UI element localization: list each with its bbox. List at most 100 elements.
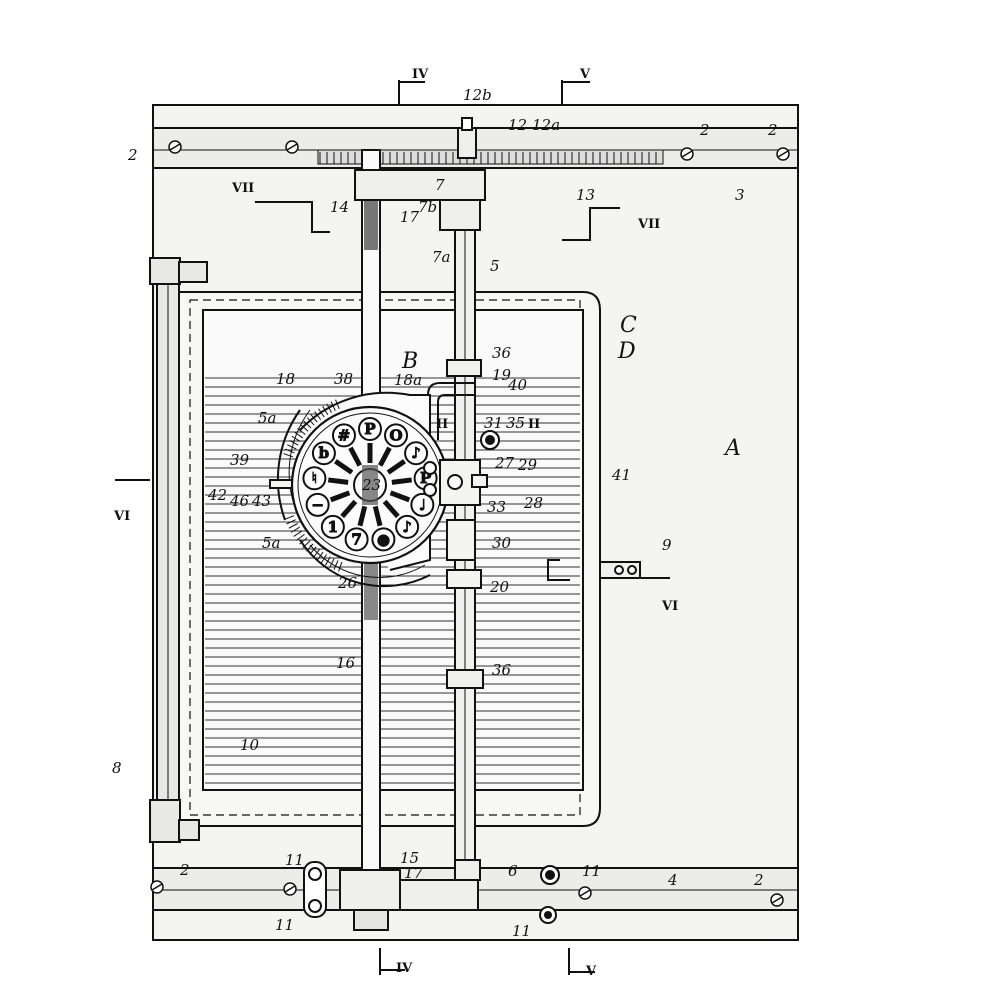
key-symbol: b xyxy=(319,444,330,462)
key-spoke xyxy=(340,499,358,519)
label-17: 17 xyxy=(400,208,420,226)
label-43: 43 xyxy=(251,492,271,510)
label-11: 11 xyxy=(582,862,601,880)
label-39: 39 xyxy=(230,451,250,469)
label-2: 2 xyxy=(767,121,778,139)
label-8: 8 xyxy=(112,759,122,777)
scale-tick xyxy=(296,533,305,541)
label-19: 19 xyxy=(492,366,512,384)
label-40: 40 xyxy=(507,376,528,394)
label-12: 12 xyxy=(508,116,527,134)
key-button xyxy=(305,492,330,517)
section-VI-left: VI xyxy=(113,509,130,524)
scale-tick xyxy=(297,427,306,435)
section-V-bottom: V xyxy=(585,964,597,979)
key-symbol: ♩ xyxy=(419,496,426,514)
label-18a: 18a xyxy=(394,371,422,389)
key-spoke xyxy=(389,490,411,503)
label-33: 33 xyxy=(487,498,506,516)
label-30: 30 xyxy=(492,534,512,552)
label-2: 2 xyxy=(753,871,764,889)
key-spoke xyxy=(334,459,354,475)
label-7a: 7a xyxy=(432,248,451,266)
scale-tick xyxy=(285,448,295,454)
label-4: 4 xyxy=(667,871,678,889)
key-button xyxy=(395,514,420,539)
label-5a: 5a xyxy=(258,409,277,427)
label-7b: 7b xyxy=(418,198,437,216)
labels: 12b 12 12a 2 2 2 3 13 14 17 7 7b 7a 5 C … xyxy=(112,86,778,940)
key-symbol: 7 xyxy=(351,530,361,548)
label-9: 9 xyxy=(662,536,672,554)
label-11: 11 xyxy=(275,916,294,934)
key-spoke xyxy=(386,459,406,475)
label-16: 16 xyxy=(336,654,356,672)
label-20: 20 xyxy=(489,578,510,596)
bracket-9 xyxy=(599,561,641,579)
key-button xyxy=(404,441,429,466)
scale-tick xyxy=(330,401,336,411)
label-26: 26 xyxy=(337,574,358,592)
label-38: 38 xyxy=(334,370,353,388)
label-15: 15 xyxy=(400,849,419,867)
scale-tick xyxy=(338,561,343,572)
scale-tick xyxy=(318,408,325,418)
key-symbol: − xyxy=(311,496,324,514)
label-D: D xyxy=(617,339,636,364)
key-symbol: ● xyxy=(377,530,390,548)
scale-tick xyxy=(293,530,303,537)
key-spoke xyxy=(391,477,412,485)
scale-tick xyxy=(294,431,304,439)
scale-tick xyxy=(316,551,324,561)
scale-tick xyxy=(309,546,317,555)
key-button xyxy=(344,527,369,552)
scale-tick xyxy=(312,549,320,558)
label-46: 46 xyxy=(229,492,250,510)
label-41: 41 xyxy=(611,466,631,484)
key-symbol: # xyxy=(338,426,351,444)
key-button xyxy=(331,423,356,448)
key-spoke xyxy=(378,446,392,467)
key-spoke xyxy=(348,446,362,467)
label-7: 7 xyxy=(435,176,445,194)
label-27: 27 xyxy=(494,454,515,472)
key-button xyxy=(384,423,409,448)
label-3: 3 xyxy=(735,186,745,204)
screws xyxy=(150,140,790,907)
scale-tick xyxy=(300,424,309,432)
label-28: 28 xyxy=(523,494,543,512)
label-C: C xyxy=(620,313,637,338)
key-spoke xyxy=(328,477,349,485)
label-31: 31 xyxy=(484,414,503,432)
label-12a: 12a xyxy=(532,116,560,134)
scale-tick xyxy=(287,444,297,450)
section-VII-right: VII xyxy=(637,217,660,232)
scale-tick xyxy=(320,554,327,564)
scale-tick xyxy=(291,435,301,442)
scale-tick xyxy=(283,453,294,458)
label-B: B xyxy=(401,349,418,374)
key-symbol: ♮ xyxy=(312,469,317,487)
label-A: A xyxy=(723,436,741,461)
key-button xyxy=(302,466,327,491)
section-VII-left: VII xyxy=(231,181,254,196)
key-button xyxy=(371,527,396,552)
label-2: 2 xyxy=(179,861,190,879)
label-17: 17 xyxy=(404,864,424,882)
scale-tick xyxy=(333,560,339,570)
label-11: 11 xyxy=(285,851,304,869)
scale-tick xyxy=(305,543,314,552)
label-13: 13 xyxy=(576,186,595,204)
label-36: 36 xyxy=(492,344,512,362)
section-VI-right: VI xyxy=(661,599,678,614)
rollers-11 xyxy=(303,861,560,924)
label-6: 6 xyxy=(508,862,518,880)
section-II-left: II xyxy=(436,417,448,432)
section-II-right: II xyxy=(528,417,540,432)
scale-tick xyxy=(290,526,300,533)
scale-tick xyxy=(326,403,332,413)
scale-tick xyxy=(324,556,331,566)
label-23: 23 xyxy=(361,476,381,494)
scale-tick xyxy=(329,558,335,568)
